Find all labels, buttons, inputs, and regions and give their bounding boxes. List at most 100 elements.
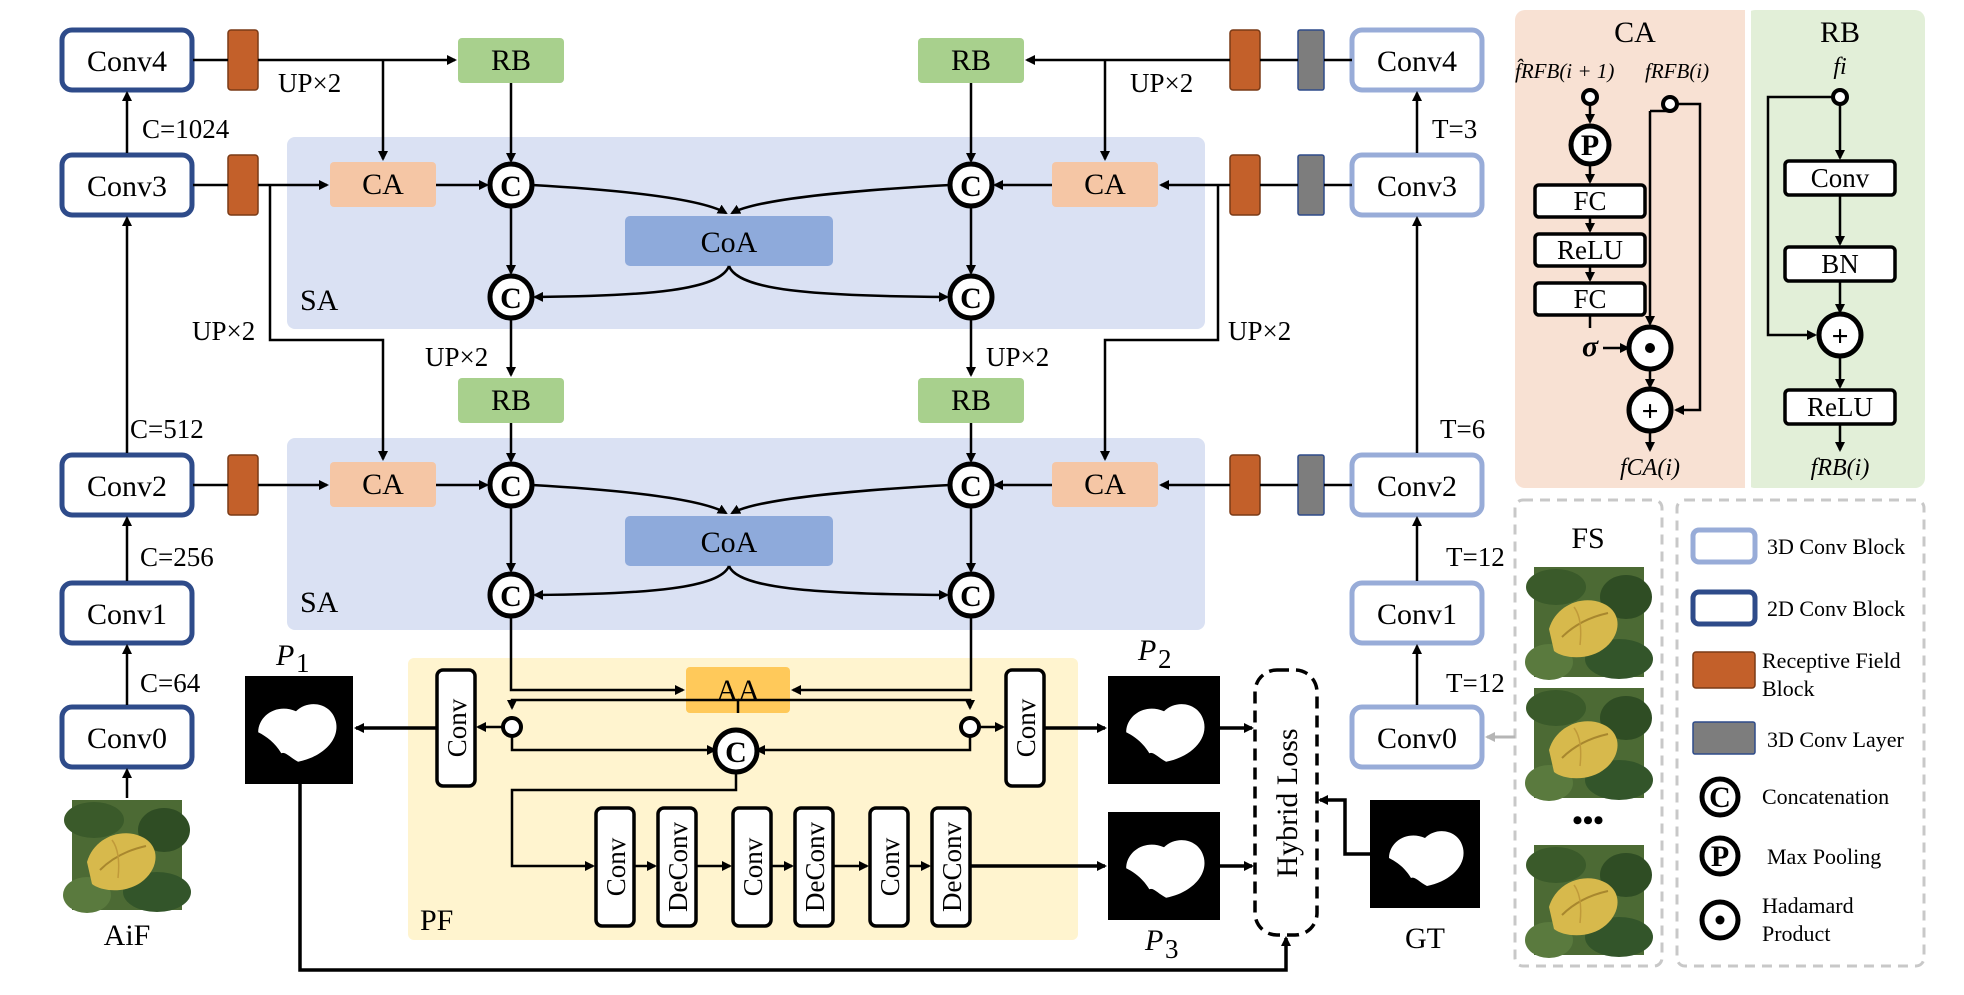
up-label-2: UP×2 [1130, 68, 1193, 98]
pf-region [408, 658, 1078, 940]
svg-text:Conv: Conv [738, 837, 768, 896]
svg-text:FC: FC [1573, 284, 1606, 314]
ca-top-right-label: CA [1084, 168, 1126, 201]
fs-title: FS [1571, 522, 1604, 555]
left-conv4-label: Conv4 [87, 45, 167, 78]
p1-label: P [275, 639, 294, 672]
up-label-4: UP×2 [986, 342, 1049, 372]
svg-text:C: C [960, 170, 982, 203]
svg-text:P: P [1581, 129, 1599, 162]
fs-image-3 [1524, 844, 1654, 959]
concat-bot-right-2: C [947, 571, 995, 619]
svg-text:C: C [500, 170, 522, 203]
concat-bot-right-1: C [947, 461, 995, 509]
svg-text:+: + [1831, 320, 1848, 353]
svg-text:C: C [960, 470, 982, 503]
rb-top-right-label: RB [951, 44, 991, 77]
pf-chain-5: DeConv [930, 806, 972, 928]
svg-text:ReLU: ReLU [1557, 235, 1623, 265]
left-channel-1024: C=1024 [142, 114, 230, 144]
svg-text:DeConv: DeConv [663, 822, 693, 912]
ca-panel-title: CA [1614, 16, 1656, 49]
pf-chain-3: DeConv [793, 806, 835, 928]
pf-label: PF [420, 904, 453, 937]
coa-top-label: CoA [701, 226, 758, 259]
aif-label: AiF [104, 919, 151, 952]
aa-block: AA [686, 667, 790, 713]
right-conv0: Conv0 [1349, 704, 1485, 770]
rb-mid-left: RB [458, 378, 564, 423]
svg-text:ReLU: ReLU [1807, 392, 1873, 422]
left-conv4: Conv4 [59, 27, 195, 93]
legend-concatenation: C Concatenation [1699, 776, 1889, 818]
right-frames-12a: T=12 [1446, 542, 1505, 572]
pf-chain-1: DeConv [656, 806, 698, 928]
svg-text:C: C [500, 282, 522, 315]
ca-bottom-right-label: CA [1084, 468, 1126, 501]
rb-panel-conv: Conv [1783, 159, 1897, 197]
ca-panel-maxpool: P [1568, 123, 1612, 167]
svg-text:BN: BN [1821, 249, 1859, 279]
ca-top-left-label: CA [362, 168, 404, 201]
p3-sub: 3 [1165, 934, 1179, 964]
coa-bottom: CoA [625, 516, 833, 566]
right-conv1-label: Conv1 [1377, 598, 1457, 631]
fs-image-2 [1524, 687, 1654, 802]
right-rfb-3 [1229, 154, 1261, 216]
ca-panel-input-a: f̂RFB(i + 1) [1515, 59, 1614, 83]
svg-text:2D Conv Block: 2D Conv Block [1767, 596, 1905, 621]
pf-conv-right: Conv [1004, 668, 1046, 788]
up-label-1: UP×2 [278, 68, 341, 98]
pf-chain-0: Conv [594, 806, 636, 928]
ca-panel-fc-1: FC [1533, 183, 1647, 219]
aif-image [62, 799, 192, 914]
left-conv1-label: Conv1 [87, 598, 167, 631]
svg-text:C: C [725, 736, 747, 769]
p1-mask [245, 676, 353, 784]
right-rfb-4 [1229, 29, 1261, 91]
svg-text:DeConv: DeConv [800, 822, 830, 912]
left-channel-64: C=64 [140, 668, 201, 698]
svg-text:P: P [1711, 840, 1729, 873]
concat-top-right-1: C [947, 161, 995, 209]
hadamard-right [959, 716, 981, 738]
svg-text:C: C [960, 580, 982, 613]
right-conv4-label: Conv4 [1377, 45, 1457, 78]
left-conv3: Conv3 [59, 152, 195, 218]
p2-mask [1108, 676, 1220, 784]
gt-mask [1370, 800, 1480, 908]
right-conv0-label: Conv0 [1377, 722, 1457, 755]
right-conv3: Conv3 [1349, 152, 1485, 218]
legend-2d-conv-block: 2D Conv Block [1690, 589, 1905, 627]
p3-label: P [1144, 924, 1163, 957]
right-frames-12b: T=12 [1446, 668, 1505, 698]
right-3dconv-layer-4 [1297, 29, 1325, 91]
ca-panel-hadamard [1626, 324, 1674, 372]
ca-bottom-left: CA [330, 462, 436, 507]
svg-text:Max Pooling: Max Pooling [1767, 844, 1881, 869]
ca-panel-fc-2: FC [1533, 281, 1647, 317]
svg-text:C: C [1709, 781, 1731, 814]
left-rfb-3 [227, 154, 259, 216]
ca-panel-sigma: σ [1582, 330, 1599, 363]
ca-panel-input-b: fRFB(i) [1645, 59, 1709, 83]
svg-text:C: C [960, 282, 982, 315]
left-conv1: Conv1 [59, 580, 195, 646]
p1-sub: 1 [296, 648, 310, 678]
ca-bottom-right: CA [1052, 462, 1158, 507]
coa-top: CoA [625, 216, 833, 266]
left-conv2-label: Conv2 [87, 470, 167, 503]
up-label-6: UP×2 [1228, 316, 1291, 346]
left-conv2: Conv2 [59, 452, 195, 518]
fs-image-1 [1524, 566, 1654, 681]
legend-hadamard-product: Hadamard Product [1699, 893, 1854, 946]
rb-top-left: RB [458, 38, 564, 83]
rb-top-left-label: RB [491, 44, 531, 77]
left-conv3-label: Conv3 [87, 170, 167, 203]
rb-mid-left-label: RB [491, 384, 531, 417]
pf-chain-4: Conv [868, 806, 910, 928]
svg-text:3D Conv Layer: 3D Conv Layer [1767, 727, 1905, 752]
right-conv1: Conv1 [1349, 580, 1485, 646]
gt-label: GT [1405, 922, 1445, 955]
